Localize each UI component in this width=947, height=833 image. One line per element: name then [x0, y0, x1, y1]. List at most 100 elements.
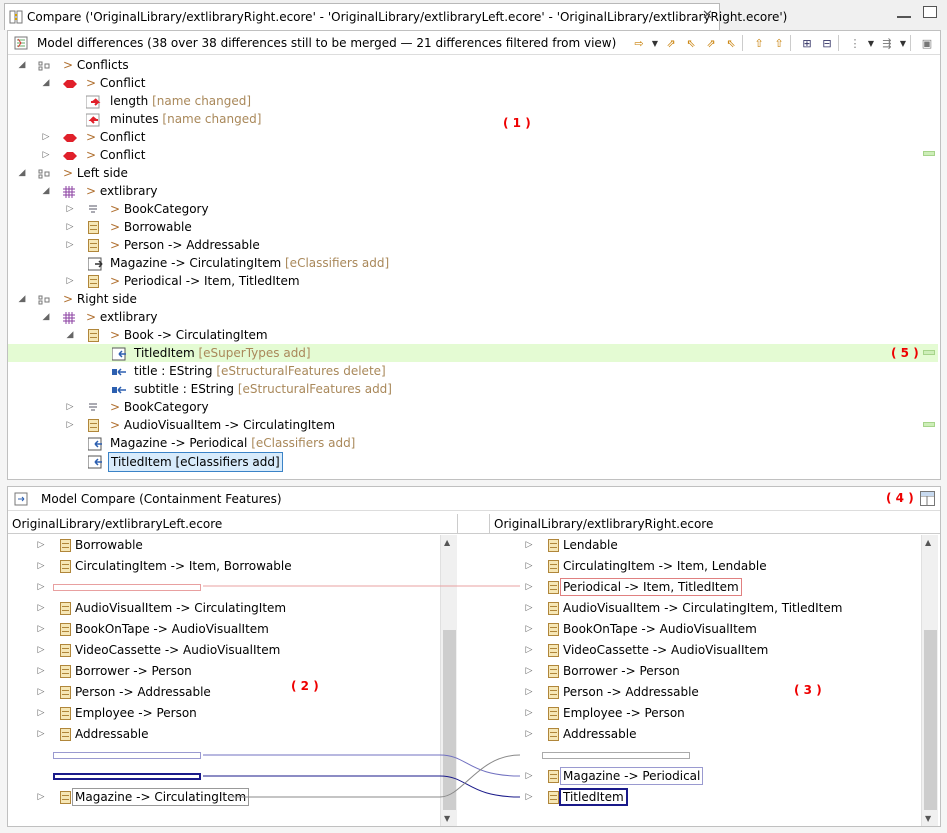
tree-row-subtitle[interactable]: subtitle : EString [eStructuralFeatures … — [8, 380, 938, 398]
previous-conflict-icon[interactable]: ⇧ — [770, 34, 788, 52]
change-marker[interactable] — [923, 422, 935, 427]
maximize-button[interactable] — [923, 6, 937, 18]
tree-label: title : EString — [134, 364, 213, 378]
tree-row-title[interactable]: title : EString [eStructuralFeatures del… — [8, 362, 938, 380]
compare-tree-row[interactable] — [490, 746, 920, 764]
tree-row-extlibrary[interactable]: ◢ > extlibrary — [8, 182, 938, 200]
collapse-arrow-icon[interactable]: ◢ — [41, 182, 51, 200]
change-marker[interactable] — [923, 151, 935, 156]
collapse-arrow-icon[interactable]: ◢ — [65, 326, 75, 344]
expand-arrow-icon[interactable]: ▷ — [65, 236, 75, 254]
expand-arrow-icon[interactable]: ▷ — [524, 788, 534, 806]
expand-arrow-icon[interactable]: ▷ — [524, 683, 534, 701]
collapse-arrow-icon[interactable]: ◢ — [17, 164, 27, 182]
tree-row-titleditem[interactable]: TitledItem [eClassifiers add] — [8, 452, 938, 470]
compare-tree-row[interactable]: ▷Lendable — [490, 536, 920, 554]
scroll-thumb[interactable] — [924, 630, 937, 810]
tree-row-left-side[interactable]: ◢ > Left side — [8, 164, 938, 182]
expand-all-icon[interactable]: ⊞ — [798, 34, 816, 52]
tree-row-conflict[interactable]: ▷ > Conflict — [8, 128, 938, 146]
accept-change-icon[interactable]: ⇗ — [662, 34, 680, 52]
tree-row-bookcategory[interactable]: ▷ > BookCategory — [8, 398, 938, 416]
missing-element-placeholder[interactable] — [542, 752, 690, 759]
expand-arrow-icon[interactable]: ▷ — [524, 662, 534, 680]
dropdown-icon[interactable]: ▼ — [866, 34, 876, 52]
tree-row-magazine[interactable]: Magazine -> CirculatingItem [eClassifier… — [8, 254, 938, 272]
expand-arrow-icon[interactable]: ▷ — [65, 272, 75, 290]
scroll-up-icon[interactable]: ▲ — [925, 538, 931, 547]
compare-tree-row[interactable]: ▷Person -> Addressable — [490, 683, 920, 701]
next-diff-icon[interactable]: ⇨ — [630, 34, 648, 52]
compare-tree-row[interactable]: ▷VideoCassette -> AudioVisualItem — [490, 641, 920, 659]
compare-tree-row[interactable]: ▷Addressable — [490, 725, 920, 743]
expand-arrow-icon[interactable]: ▷ — [524, 599, 534, 617]
right-scrollbar[interactable]: ▲ ▼ — [921, 535, 938, 826]
tree-row-person[interactable]: ▷ > Person -> Addressable — [8, 236, 938, 254]
compare-tree-row[interactable]: ▷AudioVisualItem -> CirculatingItem, Tit… — [490, 599, 920, 617]
expand-arrow-icon[interactable]: ▷ — [524, 620, 534, 638]
center-gutter-header — [457, 514, 490, 534]
tree-row-conflict[interactable]: ▷ > Conflict — [8, 146, 938, 164]
expand-arrow-icon[interactable]: ▷ — [524, 536, 534, 554]
tree-row-conflict[interactable]: ◢ > Conflict — [8, 74, 938, 92]
dropdown-icon[interactable]: ▼ — [650, 34, 660, 52]
collapse-all-icon[interactable]: ⊟ — [818, 34, 836, 52]
compare-editor-tab[interactable]: Compare ('OriginalLibrary/extlibraryRigh… — [4, 3, 720, 30]
separator — [910, 35, 916, 51]
close-icon[interactable]: ✕ — [702, 8, 713, 23]
collapse-arrow-icon[interactable]: ◢ — [41, 308, 51, 326]
expand-arrow-icon[interactable]: ▷ — [41, 146, 51, 164]
next-conflict-icon[interactable]: ⇧ — [750, 34, 768, 52]
tree-row-audiovisualitem[interactable]: ▷ > AudioVisualItem -> CirculatingItem — [8, 416, 938, 434]
expand-arrow-icon[interactable]: ▷ — [41, 128, 51, 146]
tree-row-book[interactable]: ◢ > Book -> CirculatingItem — [8, 326, 938, 344]
compare-header: Model Compare (Containment Features) ( 4… — [8, 487, 940, 511]
accept-all-icon[interactable]: ⇖ — [682, 34, 700, 52]
group-icon[interactable]: ⋮ — [846, 34, 864, 52]
compare-tree-row[interactable]: ▷Magazine -> Periodical — [490, 767, 920, 785]
tree-row-borrowable[interactable]: ▷ > Borrowable — [8, 218, 938, 236]
tree-row-bookcategory[interactable]: ▷ > BookCategory — [8, 200, 938, 218]
change-tag: [eClassifiers add] — [175, 455, 279, 469]
collapse-arrow-icon[interactable]: ◢ — [17, 56, 27, 74]
compare-tree-row[interactable]: ▷CirculatingItem -> Item, Lendable — [490, 557, 920, 575]
layout-toggle-icon[interactable] — [920, 491, 935, 506]
expand-arrow-icon[interactable]: ▷ — [524, 725, 534, 743]
dropdown-icon[interactable]: ▼ — [898, 34, 908, 52]
tree-row-minutes[interactable]: minutes [name changed] — [8, 110, 938, 128]
save-icon[interactable]: ▣ — [918, 34, 936, 52]
expand-arrow-icon[interactable]: ▷ — [524, 557, 534, 575]
annotation-4: ( 4 ) — [886, 491, 914, 505]
tree-row-length[interactable]: length [name changed] — [8, 92, 938, 110]
tree-row-extlibrary[interactable]: ◢ > extlibrary — [8, 308, 938, 326]
expand-arrow-icon[interactable]: ▷ — [65, 398, 75, 416]
minimize-button[interactable] — [897, 14, 911, 18]
compare-tree-row[interactable]: ▷TitledItem — [490, 788, 920, 806]
compare-tree-row[interactable]: ▷Borrower -> Person — [490, 662, 920, 680]
compare-tree-row[interactable]: ▷Periodical -> Item, TitledItem — [490, 578, 920, 596]
scroll-down-icon[interactable]: ▼ — [925, 814, 931, 823]
expand-arrow-icon[interactable]: ▷ — [65, 416, 75, 434]
tree-row-magazine-periodical[interactable]: Magazine -> Periodical [eClassifiers add… — [8, 434, 938, 452]
change-marker[interactable] — [923, 350, 935, 355]
tree-row-right-side[interactable]: ◢ > Right side — [8, 290, 938, 308]
tree-row-titleditem-selected[interactable]: TitledItem [eSuperTypes add] ( 5 ) — [8, 344, 938, 362]
right-tree-pane[interactable]: ▷Lendable ▷CirculatingItem -> Item, Lenda… — [490, 535, 940, 826]
expand-arrow-icon[interactable]: ▷ — [65, 200, 75, 218]
compare-tree-row[interactable]: ▷BookOnTape -> AudioVisualItem — [490, 620, 920, 638]
expand-arrow-icon[interactable]: ▷ — [65, 218, 75, 236]
expand-arrow-icon[interactable]: ▷ — [524, 641, 534, 659]
expand-arrow-icon[interactable]: ▷ — [524, 578, 534, 596]
tree-row-periodical[interactable]: ▷ > Periodical -> Item, TitledItem — [8, 272, 938, 290]
expand-arrow-icon[interactable]: ▷ — [524, 767, 534, 785]
tree-row-conflicts[interactable]: ◢ > Conflicts — [8, 56, 938, 74]
collapse-arrow-icon[interactable]: ◢ — [17, 290, 27, 308]
compare-tree-row[interactable]: ▷Employee -> Person — [490, 704, 920, 722]
reject-change-icon[interactable]: ⇗ — [702, 34, 720, 52]
collapse-arrow-icon[interactable]: ◢ — [41, 74, 51, 92]
add-class-icon — [88, 257, 102, 269]
filter-icon[interactable]: ⇶ — [878, 34, 896, 52]
reject-all-icon[interactable]: ⇖ — [722, 34, 740, 52]
tree-label: Conflicts — [77, 58, 129, 72]
expand-arrow-icon[interactable]: ▷ — [524, 704, 534, 722]
